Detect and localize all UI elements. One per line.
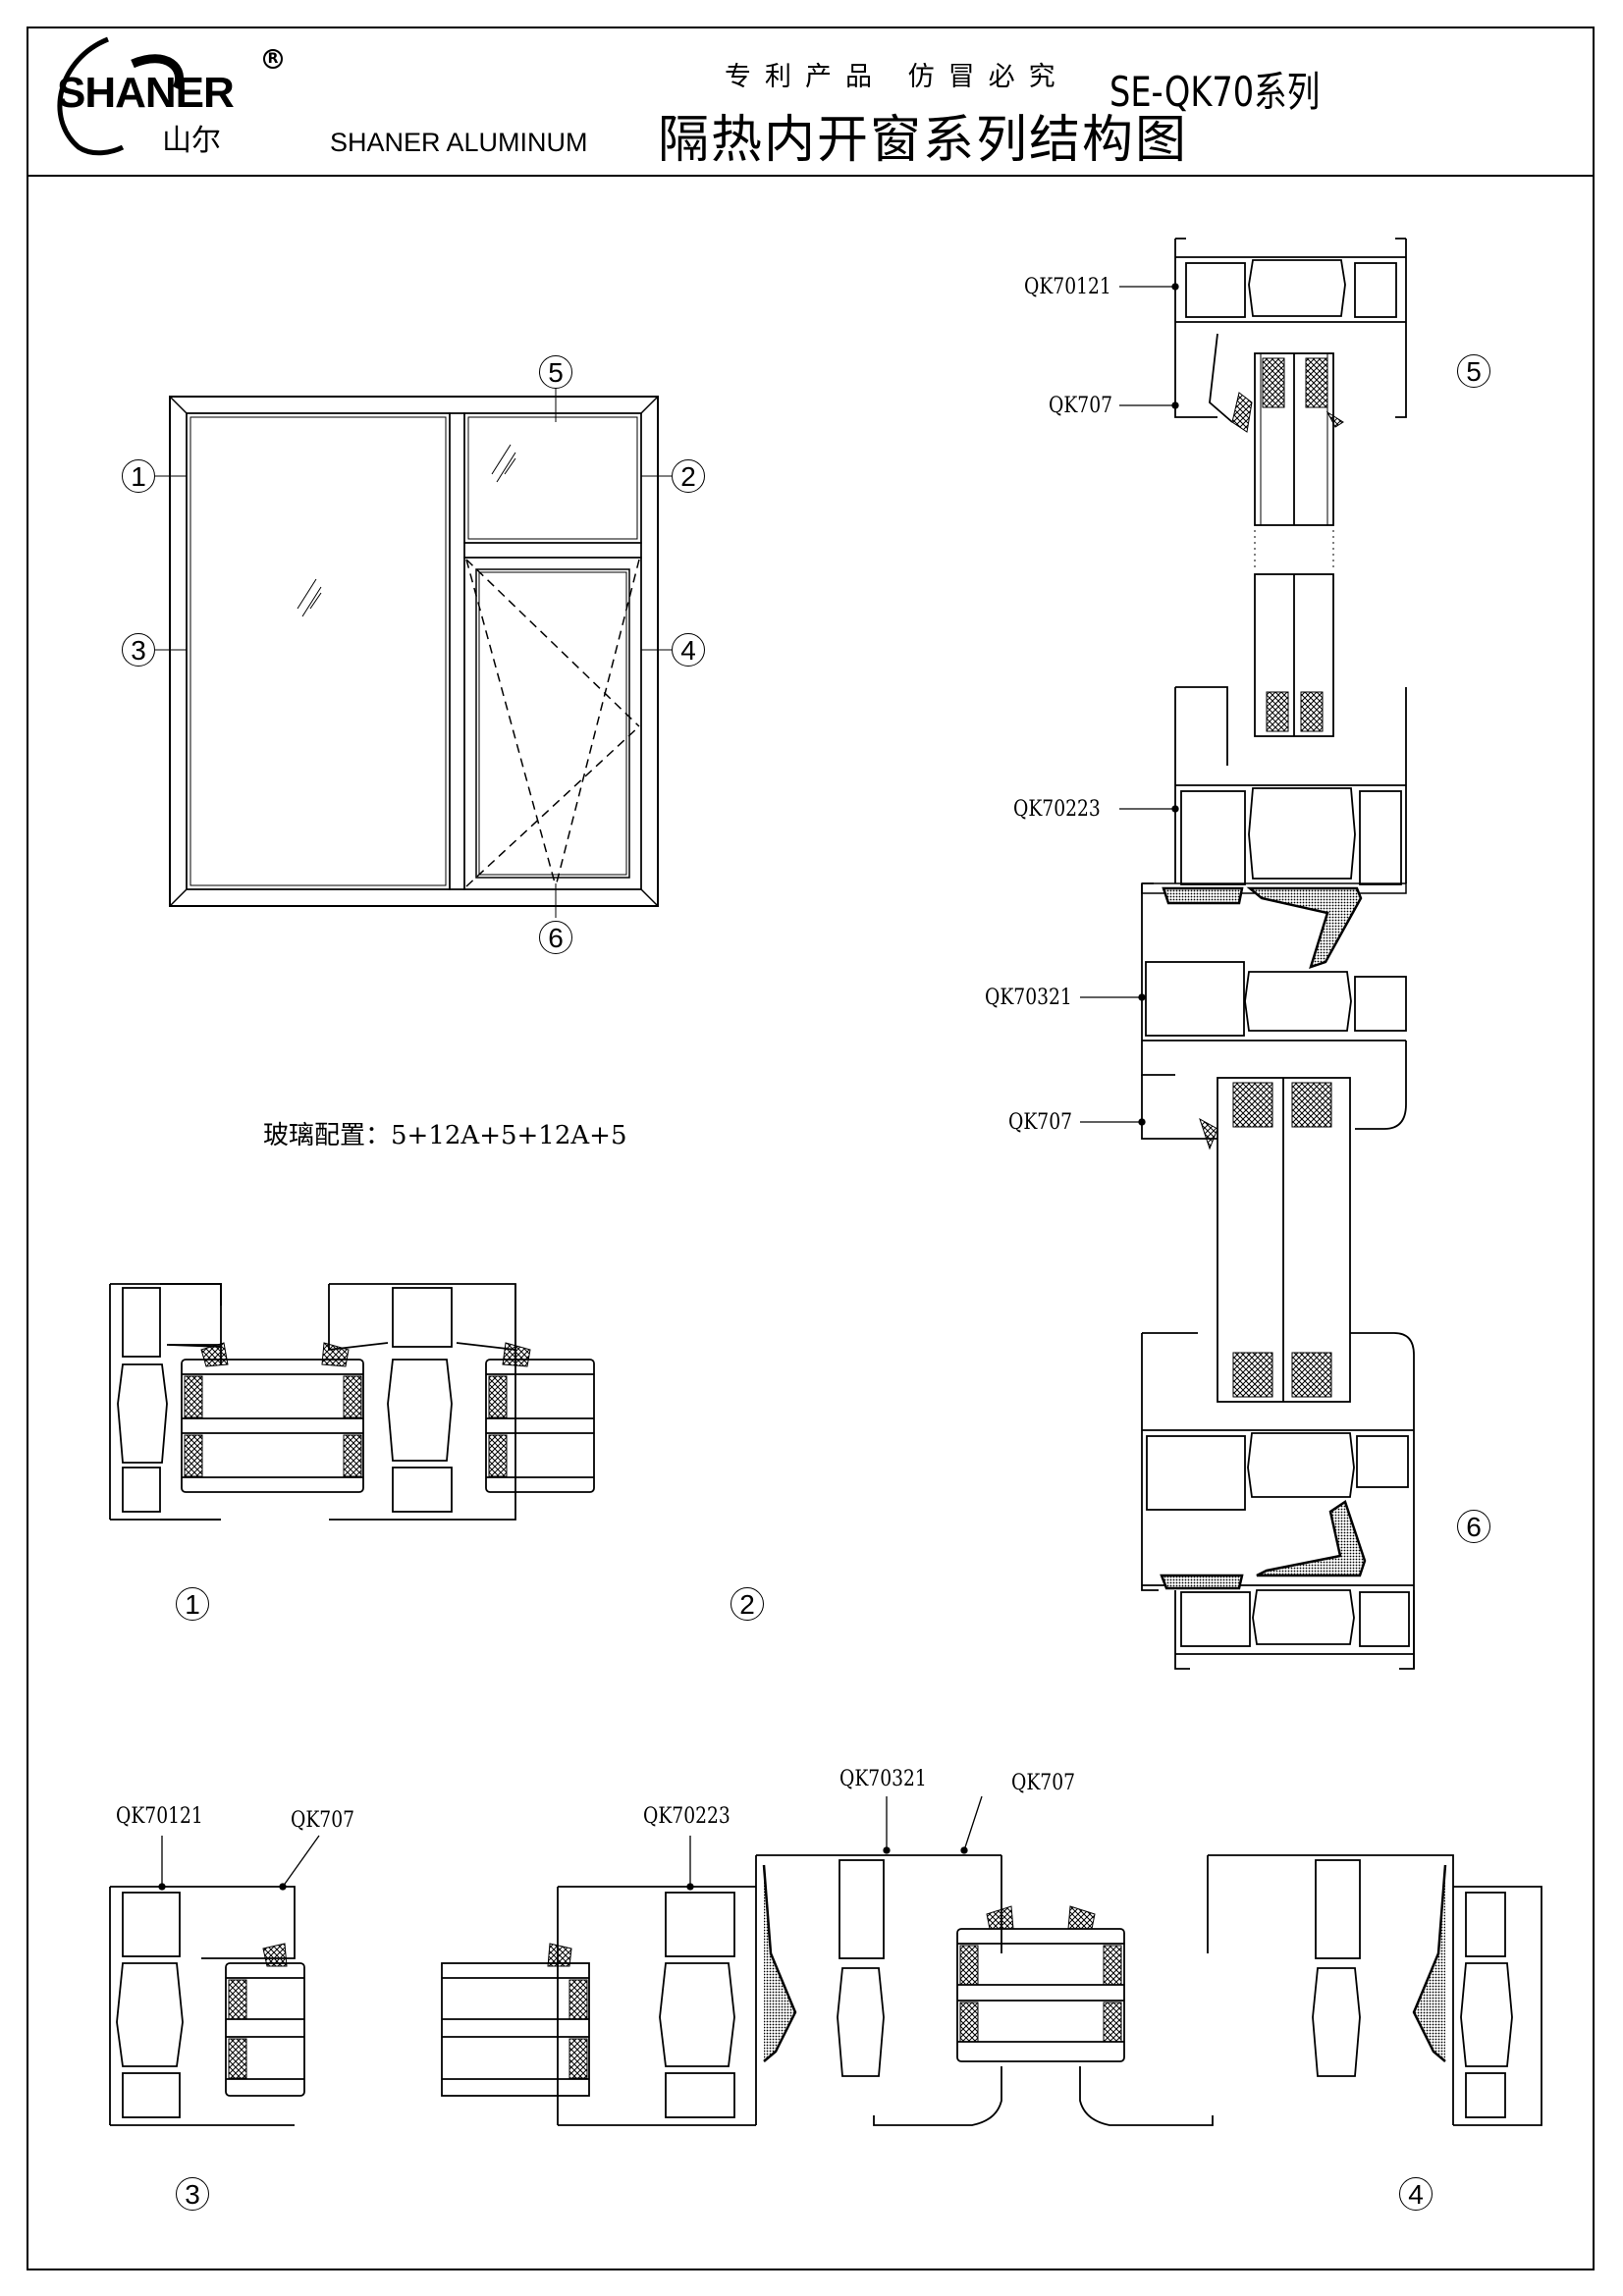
part-label-qk707: QK707 [1049, 394, 1112, 418]
part-label-qk707: QK707 [1011, 1771, 1075, 1795]
callout-5-section: 5 [1457, 354, 1490, 388]
window-elevation [155, 388, 672, 918]
horizontal-section-1-2 [109, 1283, 595, 1521]
part-label-qk70223: QK70223 [643, 1804, 730, 1829]
callout-6: 6 [539, 921, 572, 954]
part-label-qk70321: QK70321 [839, 1767, 927, 1791]
callout-2-section: 2 [730, 1587, 764, 1621]
outer-frame [169, 396, 659, 907]
part-label-qk707: QK707 [291, 1808, 354, 1833]
logo-wordmark: SHANER [57, 69, 235, 117]
glass-hatch-marks [297, 444, 516, 617]
part-label-qk707: QK707 [1008, 1110, 1072, 1135]
part-label-qk70121: QK70121 [116, 1804, 203, 1829]
callout-4: 4 [672, 633, 705, 667]
callout-3-section: 3 [176, 2177, 209, 2211]
registered-mark-icon: R [263, 49, 283, 69]
callout-4-section: 4 [1399, 2177, 1433, 2211]
callout-6-section: 6 [1457, 1510, 1490, 1543]
callout-3: 3 [122, 633, 155, 667]
opening-sash [463, 557, 642, 890]
mullion [449, 412, 465, 890]
glass-configuration: 玻璃配置：5+12A+5+12A+5 [263, 1121, 627, 1150]
part-label-qk70121: QK70121 [1024, 275, 1111, 299]
callout-5: 5 [539, 355, 572, 389]
company-name: SHANER ALUMINUM [330, 128, 588, 157]
logo-chinese-name: 山尔 [162, 124, 221, 158]
callout-2: 2 [672, 459, 705, 493]
opening-direction-lines [465, 559, 640, 887]
horizontal-section-3-4 [109, 1854, 1542, 2126]
fixed-pane-left [186, 412, 451, 890]
shaner-logo-swoosh-icon [57, 36, 185, 156]
fixed-pane-top-right [463, 412, 642, 544]
title-block-divider [27, 175, 1595, 177]
vertical-section-5-6 [1141, 238, 1415, 1670]
callout-1-section: 1 [176, 1587, 209, 1621]
drawing-title: 隔热内开窗系列结构图 [658, 111, 1189, 170]
callout-1: 1 [122, 459, 155, 493]
part-label-qk70223: QK70223 [1013, 797, 1101, 822]
series-code: SE-QK70系列 [1109, 68, 1321, 116]
label-leaders [158, 283, 1179, 1891]
transom [463, 542, 642, 559]
drawing-sheet-border [27, 27, 1595, 2270]
patent-slogan: 专利产品 仿冒必究 [725, 62, 1069, 92]
part-label-qk70321: QK70321 [985, 986, 1072, 1010]
